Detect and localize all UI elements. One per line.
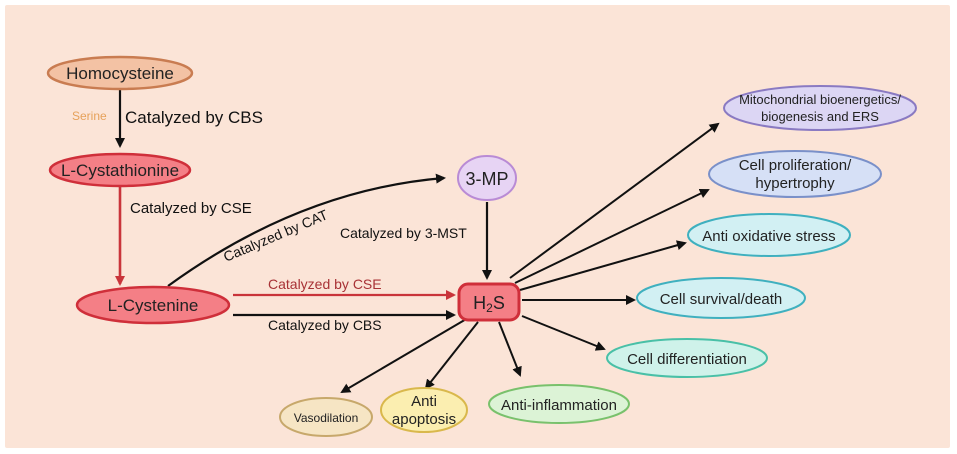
antiapoptosis-label-line1: Anti: [411, 393, 437, 410]
cystathionine-label: L-Cystathionine: [61, 161, 179, 180]
node-3mp: 3-MP: [457, 155, 517, 201]
antiapoptosis-label-line2: apoptosis: [392, 411, 456, 428]
node-cysteine: L-Cystenine: [75, 285, 231, 325]
arrow-h2s-to-antiapoptosis: [424, 321, 479, 390]
survival-label: Cell survival/death: [660, 291, 783, 308]
3mp-ellipse: [457, 155, 517, 201]
node-antiapoptosis: Anti apoptosis: [380, 387, 468, 433]
h2s-label-subscript: 2: [486, 301, 493, 315]
arrow-cysteine-to-3mp: [167, 173, 446, 287]
arrow-h2s-to-mito: [509, 122, 720, 279]
catalyzed-by-cse-mid-label: Catalyzed by CSE: [268, 276, 382, 292]
h2s-label-h: H: [473, 293, 486, 313]
homocysteine-ellipse: [46, 55, 194, 91]
node-proliferation: Cell proliferation/ hypertrophy: [708, 150, 882, 198]
node-homocysteine: Homocysteine: [46, 55, 194, 91]
h2s-box: [457, 282, 521, 322]
cysteine-label: L-Cystenine: [108, 296, 199, 315]
mitochondrial-label-line1: Mitochondrial bioenergetics/: [739, 92, 901, 107]
antiinflammation-ellipse: [488, 384, 630, 424]
arrow-h2s-to-proliferation: [514, 188, 710, 284]
antioxidative-ellipse: [687, 213, 851, 257]
node-antiinflammation: Anti-inflammation: [488, 384, 630, 424]
catalyzed-by-cse-left-label: Catalyzed by CSE: [130, 200, 252, 217]
node-mitochondrial: Mitochondrial bioenergetics/ biogenesis …: [723, 85, 917, 131]
serine-label: Serine: [72, 109, 107, 123]
differentiation-label: Cell differentiation: [627, 351, 747, 368]
catalyzed-by-cbs-top-label: Catalyzed by CBS: [125, 108, 263, 127]
node-h2s: H2S: [457, 282, 521, 322]
catalyzed-by-3mst-label: Catalyzed by 3-MST: [340, 225, 467, 241]
arrow-h2s-to-vasodilation: [340, 317, 469, 394]
h2s-label-s: S: [493, 293, 505, 313]
catalyzed-by-cbs-mid-label: Catalyzed by CBS: [268, 317, 382, 333]
cystathionine-ellipse: [48, 152, 192, 188]
proliferation-ellipse: [708, 150, 882, 198]
survival-ellipse: [636, 277, 806, 319]
vasodilation-ellipse: [279, 397, 373, 437]
arrow-h2s-to-antiinflammation: [498, 321, 522, 377]
differentiation-ellipse: [606, 338, 768, 378]
antiapoptosis-ellipse: [380, 387, 468, 433]
node-differentiation: Cell differentiation: [606, 338, 768, 378]
homocysteine-label: Homocysteine: [66, 64, 174, 83]
3mp-label: 3-MP: [465, 169, 508, 189]
proliferation-label-line2: hypertrophy: [755, 175, 835, 192]
node-cystathionine: L-Cystathionine: [48, 152, 192, 188]
antioxidative-label: Anti oxidative stress: [702, 228, 835, 245]
arrow-h2s-to-antioxidative: [519, 240, 687, 291]
cysteine-ellipse: [75, 285, 231, 325]
vasodilation-label: Vasodilation: [294, 411, 359, 425]
mitochondrial-ellipse: [723, 85, 917, 131]
arrows: [115, 88, 720, 394]
h2s-label: H2S: [473, 293, 505, 315]
antiinflammation-label: Anti-inflammation: [501, 397, 617, 414]
arrow-h2s-to-differentiation: [521, 315, 606, 351]
node-vasodilation: Vasodilation: [279, 397, 373, 437]
mitochondrial-label-line2: biogenesis and ERS: [761, 109, 879, 124]
node-antioxidative: Anti oxidative stress: [687, 213, 851, 257]
proliferation-label-line1: Cell proliferation/: [739, 157, 852, 174]
node-survival: Cell survival/death: [636, 277, 806, 319]
